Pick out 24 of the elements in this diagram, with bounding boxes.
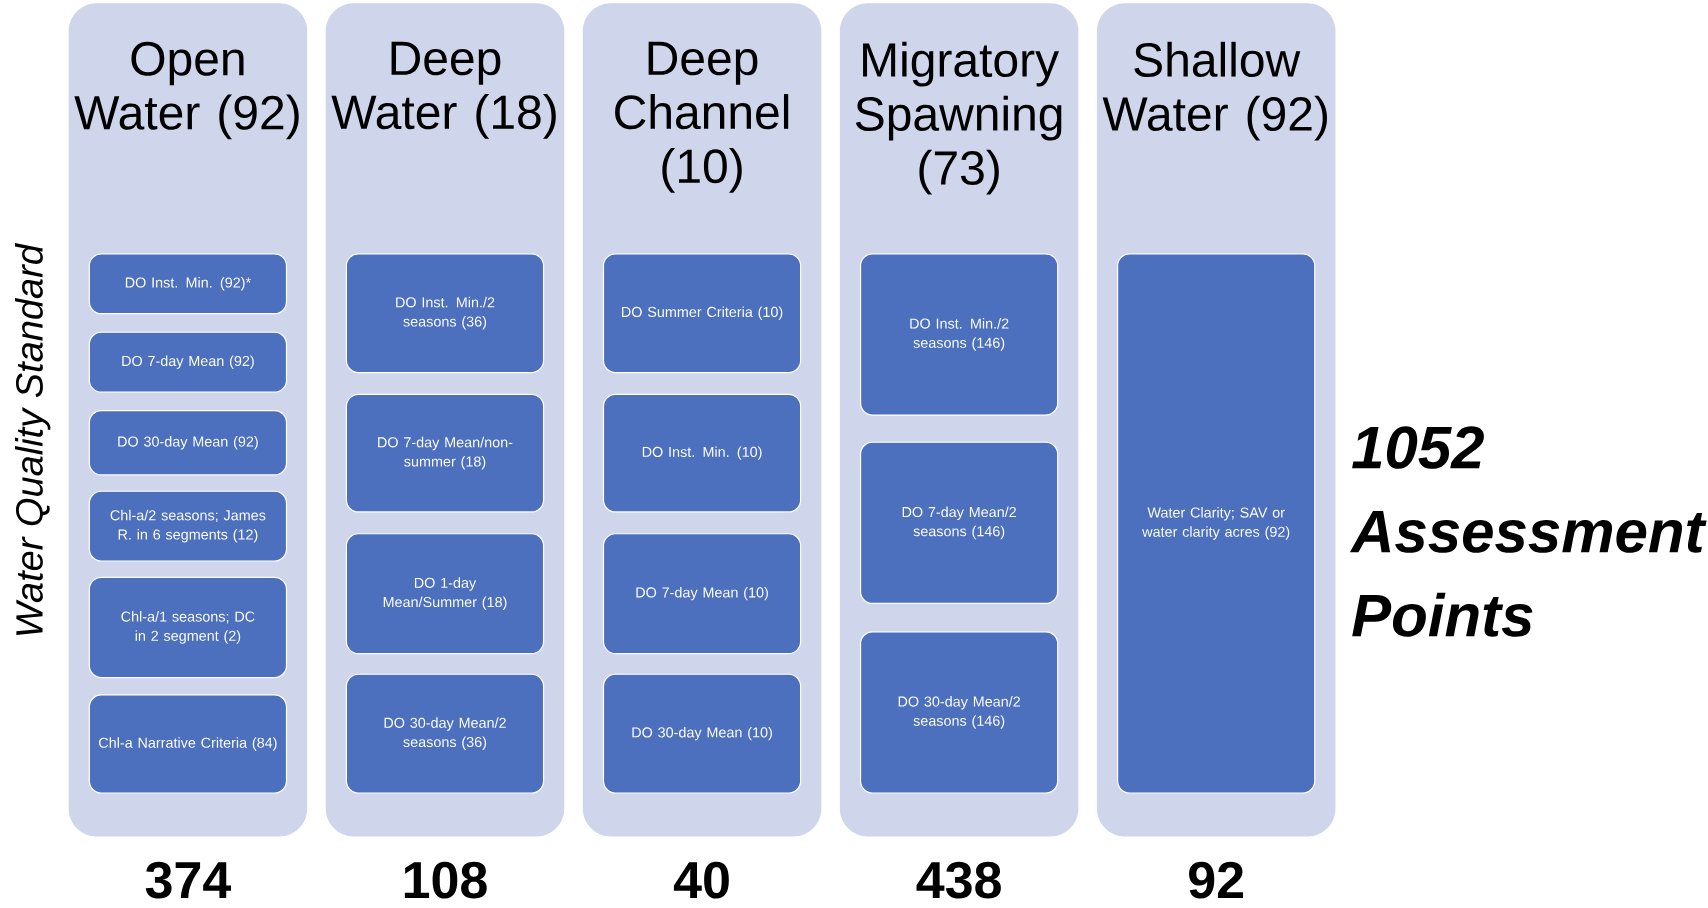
criteria-box: Chl-a/2 seasons; James R. in 6 segments (12) xyxy=(88,490,288,562)
criteria-box: DO 30-day Mean (10) xyxy=(602,673,802,794)
criteria-box: DO 7-day Mean/2 seasons (146) xyxy=(859,441,1059,604)
criteria-box: DO 1-day Mean/Summer (18) xyxy=(345,532,545,654)
criteria-box: DO Summer Criteria (10) xyxy=(602,253,802,373)
criteria-box: DO 7-day Mean (10) xyxy=(602,532,802,654)
criteria-box: DO 30-day Mean/2 seasons (36) xyxy=(345,673,545,794)
criteria-box: DO Inst. Min./2 seasons (146) xyxy=(859,253,1059,416)
total-count: 92 xyxy=(1189,861,1244,899)
criteria-box: Chl-a/1 seasons; DC in 2 segment (2) xyxy=(88,576,288,678)
criteria-box: DO 30-day Mean (92) xyxy=(88,409,288,476)
criteria-box: DO 7-day Mean (92) xyxy=(88,331,288,393)
criteria-box: DO Inst. Min. (92)* xyxy=(88,253,288,315)
criteria-box: Water Clarity; SAV or water clarity acres (92) xyxy=(1117,253,1316,794)
axis-label: Water Quality Standard xyxy=(15,242,51,635)
total-count: 108 xyxy=(404,861,487,899)
criteria-box: DO 7-day Mean/non-summer (18) xyxy=(345,393,545,513)
criteria-box: Chl-a Narrative Criteria (84) xyxy=(88,694,288,794)
total-count: 438 xyxy=(916,861,1001,899)
criteria-box: DO Inst. Min./2 seasons (36) xyxy=(345,253,545,373)
total-count: 40 xyxy=(673,861,729,899)
total-count: 374 xyxy=(145,861,231,899)
criteria-box: DO 30-day Mean/2 seasons (146) xyxy=(859,630,1059,794)
criteria-box: DO Inst. Min. (10) xyxy=(602,393,802,513)
